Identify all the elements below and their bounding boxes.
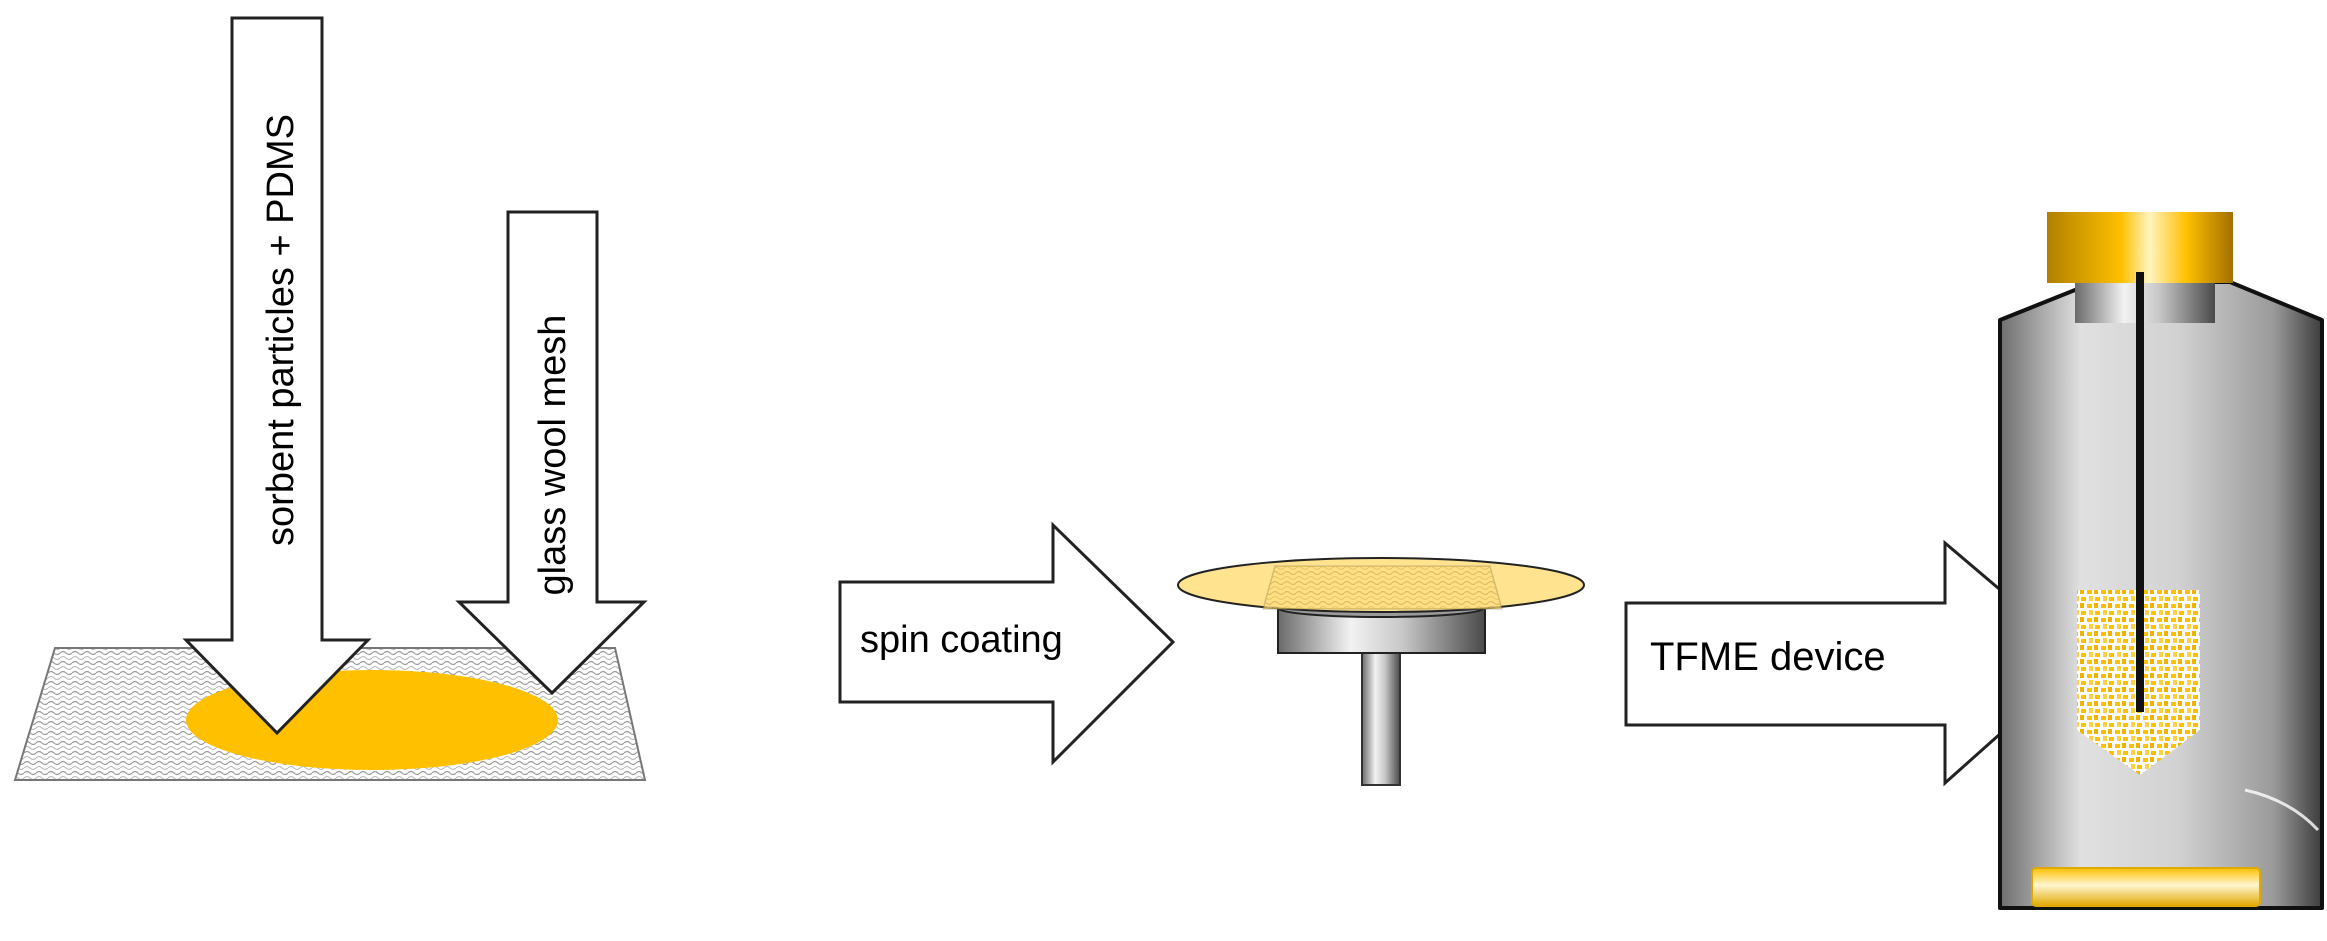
tfme-device-label: TFME device bbox=[1650, 635, 1886, 679]
spin-coater-shaft bbox=[1361, 649, 1401, 786]
spin-coating-arrow: spin coating bbox=[838, 521, 1176, 766]
sorbent-label: sorbent particles + PDMS bbox=[260, 114, 302, 546]
mesh-arrow: glass wool mesh bbox=[455, 210, 648, 696]
spin-coater bbox=[1177, 557, 1585, 786]
stir-bar bbox=[2031, 867, 2261, 907]
spin-coating-label: spin coating bbox=[860, 619, 1063, 661]
vial-cap bbox=[2047, 212, 2233, 283]
sorbent-arrow: sorbent particles + PDMS bbox=[182, 16, 372, 736]
mesh-label: glass wool mesh bbox=[532, 315, 574, 596]
vial-neck bbox=[2075, 283, 2215, 323]
tfme-device-arrow: TFME device bbox=[1624, 539, 2086, 787]
vial bbox=[1998, 212, 2324, 910]
